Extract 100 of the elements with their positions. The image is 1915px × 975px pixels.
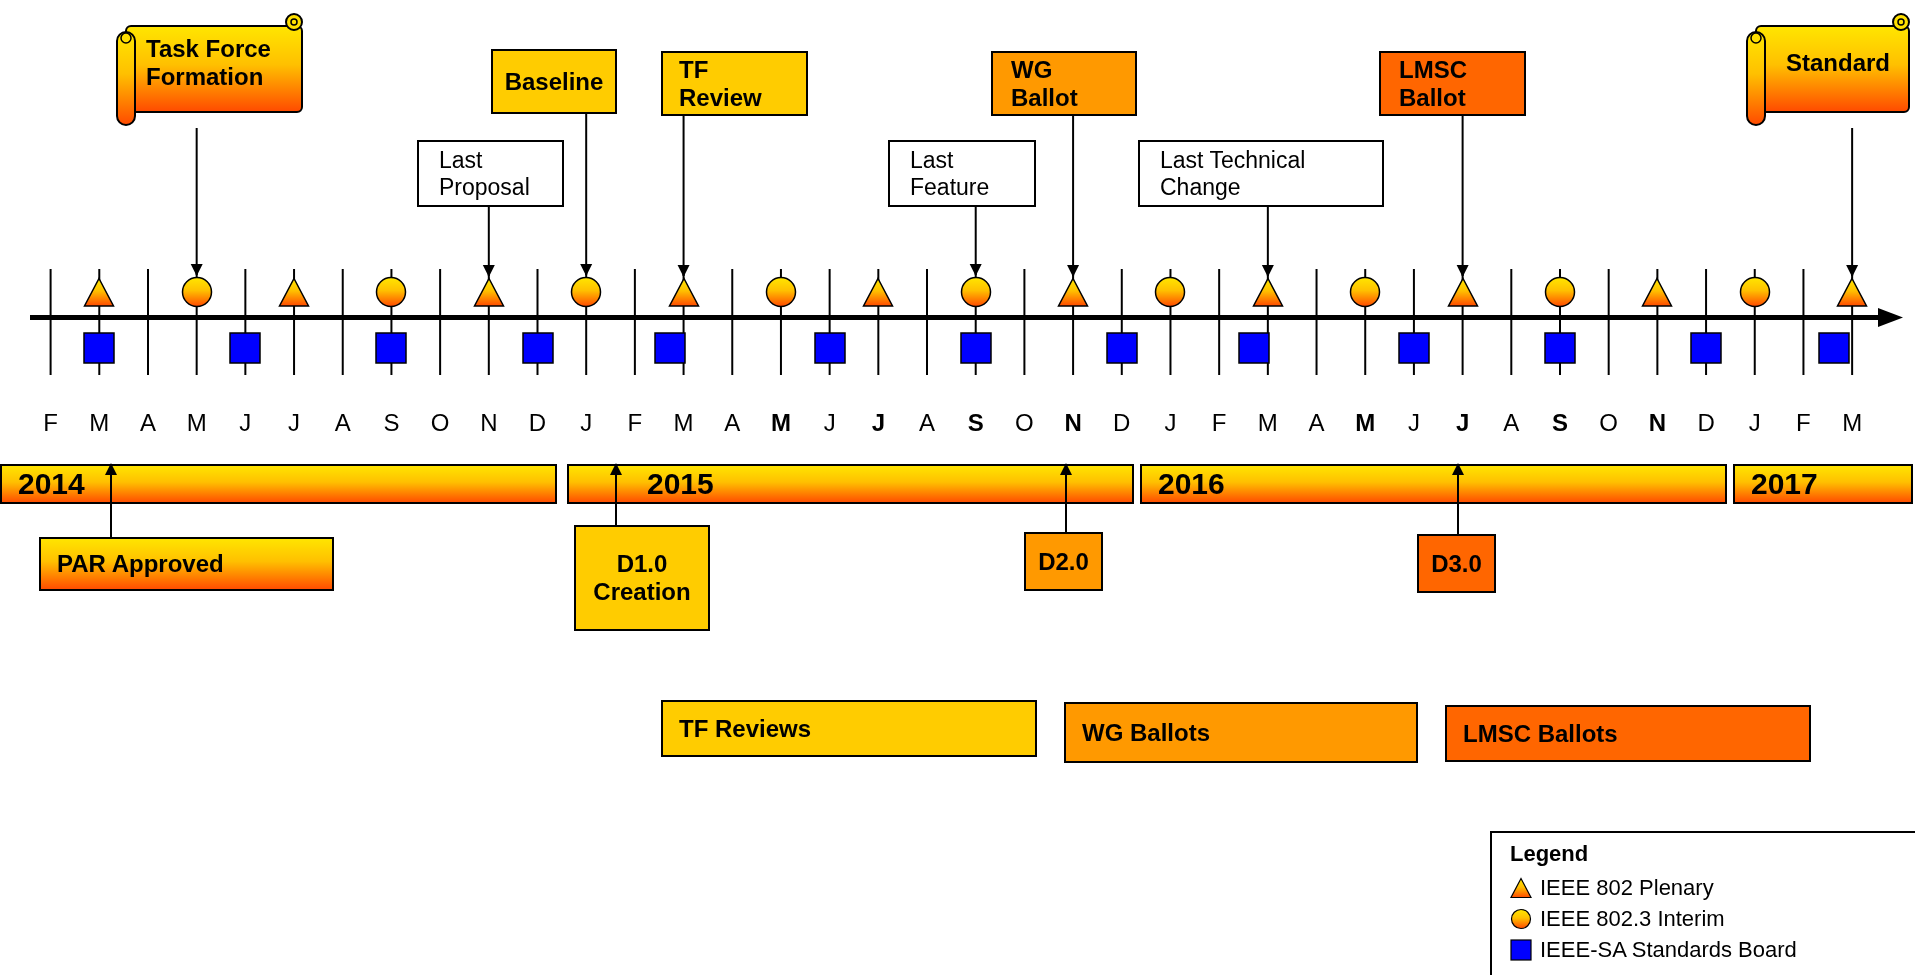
box-label: Last Proposal: [439, 147, 531, 200]
board-square: [1544, 332, 1576, 364]
month-label: S: [382, 408, 401, 438]
month-label: D: [1696, 408, 1716, 438]
month-label: F: [1795, 408, 1812, 438]
month-label: A: [138, 408, 157, 438]
board-square: [1397, 332, 1430, 364]
milestone-box: [661, 51, 808, 116]
month-label: O: [1014, 408, 1035, 438]
interim-circle: [1154, 276, 1187, 308]
year-label: 2014: [18, 466, 85, 502]
arrow: [1456, 115, 1469, 277]
plenary-triangle: [1836, 277, 1869, 307]
note-box: [417, 140, 564, 207]
plenary-triangle: [862, 277, 895, 307]
milestone-box: [491, 49, 617, 114]
interim-circle: [180, 276, 213, 308]
legend-heading: Legend: [1510, 841, 1589, 867]
month-label: J: [1406, 408, 1421, 438]
month-label: F: [42, 408, 59, 438]
plenary-triangle: [1057, 277, 1090, 307]
note-box: [1138, 140, 1384, 207]
board-square: [1690, 332, 1723, 364]
interim-circle: [570, 276, 603, 308]
draft-box: [574, 525, 710, 631]
box-label: PAR Approved: [57, 550, 224, 578]
month-label: A: [723, 408, 742, 438]
box-label: LMSC Ballots: [1463, 719, 1618, 748]
box-label: D3.0: [1431, 549, 1482, 578]
month-label: M: [672, 408, 695, 438]
month-label: A: [918, 408, 936, 438]
plenary-triangle: [83, 277, 116, 307]
month-label: J: [1454, 408, 1471, 438]
board-square: [1237, 332, 1270, 364]
board-square: [375, 332, 408, 364]
month-label: M: [1354, 408, 1377, 438]
arrow: [580, 113, 593, 276]
board-square: [83, 332, 116, 364]
year-label: 2016: [1158, 466, 1225, 502]
phase-bar: [1445, 705, 1811, 762]
month-label: M: [88, 408, 111, 438]
month-label: M: [185, 408, 208, 438]
arrow: [677, 115, 690, 277]
month-label: M: [1841, 408, 1864, 438]
year-bar: [1140, 464, 1727, 504]
month-label: F: [626, 408, 644, 438]
year-bar: [1733, 464, 1913, 504]
box-label: Last Technical Change: [1160, 147, 1307, 200]
month-label: S: [966, 408, 985, 438]
arrow: [1067, 115, 1080, 277]
board-square: [1105, 332, 1138, 364]
month-label: J: [579, 408, 594, 438]
draft-box: [1024, 532, 1103, 591]
box-label: TF Reviews: [679, 714, 812, 743]
year-bar: [567, 464, 1134, 504]
month-label: A: [1502, 408, 1521, 438]
box-label: WG Ballot: [1011, 55, 1079, 112]
plenary-triangle: [278, 277, 311, 307]
arrow: [1452, 463, 1464, 535]
interim-circle: [375, 276, 408, 308]
month-label: N: [479, 408, 499, 438]
month-label: D: [527, 408, 548, 438]
board-square: [229, 332, 262, 364]
draft-box: [1417, 534, 1496, 593]
milestone-box: [39, 537, 334, 591]
plenary-triangle: [1251, 277, 1284, 307]
plenary-triangle: [1641, 277, 1674, 307]
interim-circle: [1349, 276, 1382, 308]
note-box: [888, 140, 1036, 207]
year-label: 2017: [1751, 466, 1818, 502]
arrow: [1261, 206, 1274, 277]
month-label: D: [1112, 408, 1132, 438]
year-label: 2015: [647, 466, 714, 502]
board-square: [1818, 332, 1851, 364]
month-label: A: [1307, 408, 1326, 438]
legend-text: IEEE 802.3 Interim: [1540, 906, 1725, 932]
arrow: [482, 206, 495, 277]
interim-circle: [1544, 276, 1576, 308]
month-label: J: [238, 408, 253, 438]
milestone-box: [1379, 51, 1526, 116]
box-label: D1.0 Creation: [592, 550, 692, 606]
month-label: O: [1598, 408, 1619, 438]
arrow: [105, 463, 117, 538]
box-label: WG Ballots: [1082, 718, 1210, 747]
arrow: [610, 463, 622, 526]
month-label: J: [1163, 408, 1178, 438]
month-label: S: [1550, 408, 1569, 438]
arrow: [969, 206, 982, 276]
plenary-triangle: [667, 277, 700, 307]
month-label: J: [1747, 408, 1762, 438]
box-label: Baseline: [504, 67, 604, 96]
milestone-box: [991, 51, 1137, 116]
month-label: N: [1063, 408, 1083, 438]
phase-bar: [1064, 702, 1418, 763]
phase-bar: [661, 700, 1037, 757]
plenary-triangle: [1446, 277, 1479, 307]
arrow: [190, 127, 203, 276]
month-label: J: [287, 408, 302, 438]
month-label: O: [429, 408, 451, 438]
month-label: J: [822, 408, 837, 438]
